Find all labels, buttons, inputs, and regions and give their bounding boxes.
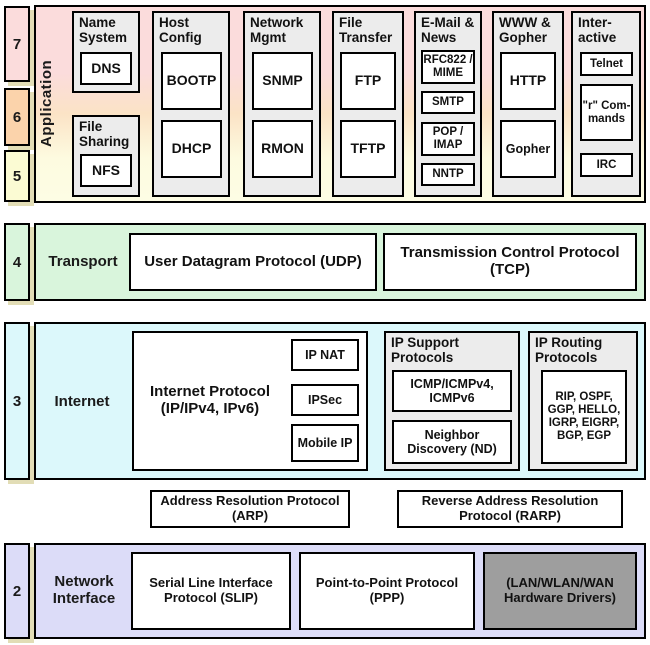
protocol-udp: User Datagram Protocol (UDP) [129,233,377,291]
osi-layer-badge-3: 3 [4,322,30,480]
application-layer-label: Application [38,59,55,147]
group-title: Name System [79,15,128,46]
protocol-ip-nat: IP NAT [291,339,359,371]
protocol-gopher: Gopher [500,120,556,178]
protocol-pop-imap: POP / IMAP [421,122,475,156]
network-interface-layer-label: Network Interface [52,573,116,608]
group-title: Inter-active [578,15,617,46]
protocol-r-commands: "r" Com-mands [580,84,633,141]
osi-layer-number: 2 [12,582,22,600]
protocol-dns: DNS [80,52,132,85]
group-title: IP Routing Protocols [535,335,603,366]
protocol-slip: Serial Line Interface Protocol (SLIP) [131,552,291,630]
osi-layer-badge-7: 7 [4,6,30,82]
protocol-nfs: NFS [80,154,132,187]
osi-layer-number: 3 [12,392,22,410]
osi-layer-badge-4: 4 [4,223,30,301]
protocol-dhcp: DHCP [161,120,222,178]
osi-layer-number: 5 [12,167,22,185]
protocol-snmp: SNMP [252,52,313,110]
protocol-tcp: Transmission Control Protocol (TCP) [383,233,637,291]
protocol-ftp: FTP [340,52,396,110]
protocol-mobile-ip: Mobile IP [291,424,359,462]
osi-layer-number: 6 [12,108,22,126]
protocol-rmon: RMON [252,120,313,178]
protocol-rarp: Reverse Address Resolution Protocol (RAR… [397,490,623,528]
group-title: File Transfer [339,15,393,46]
osi-layer-badge-2: 2 [4,543,30,639]
protocol-ipsec: IPSec [291,384,359,416]
group-title: Network Mgmt [250,15,304,46]
group-title: WWW & Gopher [499,15,551,46]
protocol-http: HTTP [500,52,556,110]
group-title: File Sharing [79,119,130,150]
protocol-telnet: Telnet [580,52,633,76]
osi-layer-number: 4 [12,253,22,271]
protocol-hardware-drivers: (LAN/WLAN/WAN Hardware Drivers) [483,552,637,630]
protocol-rfc822-mime: RFC822 / MIME [421,50,475,84]
osi-layer-badge-5: 5 [4,150,30,202]
protocol-neighbor-discovery: Neighbor Discovery (ND) [392,420,512,464]
group-title: E-Mail & News [421,15,475,46]
group-title: IP Support Protocols [391,335,460,366]
protocol-routing-list: RIP, OSPF, GGP, HELLO, IGRP, EIGRP, BGP,… [541,370,627,464]
protocol-irc: IRC [580,153,633,177]
osi-layer-number: 7 [12,35,22,53]
osi-layer-badge-6: 6 [4,88,30,146]
protocol-tftp: TFTP [340,120,396,178]
group-title: Host Config [159,15,202,46]
protocol-smtp: SMTP [421,91,475,114]
protocol-ppp: Point-to-Point Protocol (PPP) [299,552,475,630]
internet-layer-label: Internet [54,393,110,410]
protocol-bootp: BOOTP [161,52,222,110]
protocol-nntp: NNTP [421,163,475,186]
transport-layer-label: Transport [48,253,118,270]
protocol-icmp: ICMP/ICMPv4, ICMPv6 [392,370,512,412]
protocol-arp: Address Resolution Protocol (ARP) [150,490,350,528]
